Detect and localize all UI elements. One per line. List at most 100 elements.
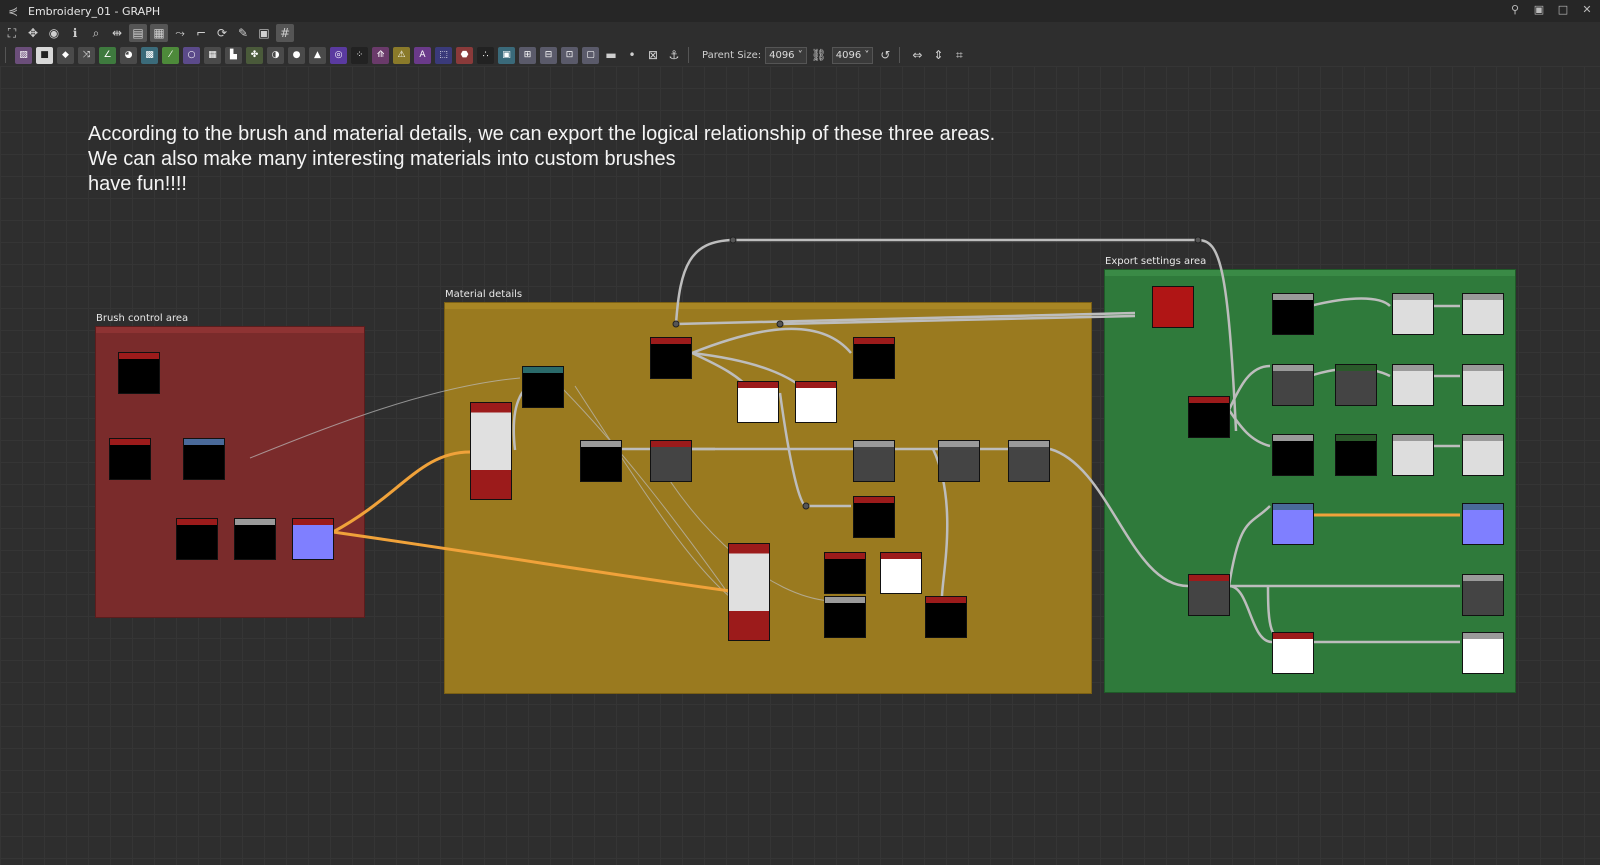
levels-node-icon[interactable]: ▨ (15, 46, 32, 64)
hsl-icon[interactable]: ◕ (120, 46, 137, 64)
graph-node[interactable] (1272, 503, 1314, 545)
close-icon[interactable]: ✕ (1582, 3, 1592, 16)
graph-node[interactable] (234, 518, 276, 560)
refresh-icon[interactable]: ⟳ (216, 26, 228, 40)
orthogonal-wire-icon[interactable]: ⌐ (195, 26, 207, 40)
graph-node[interactable] (795, 381, 837, 423)
parent-width-select[interactable]: 4096 ˅ (765, 46, 807, 64)
grid-toggle-icon[interactable]: # (276, 24, 294, 42)
graph-node[interactable] (1392, 293, 1434, 335)
pin-icon[interactable]: ⚲ (1510, 3, 1520, 16)
graph-node[interactable] (1462, 293, 1504, 335)
parent-height-select[interactable]: 4096 ˅ (831, 46, 874, 64)
export-settings-frame[interactable]: Export settings area (1104, 256, 1516, 693)
drop-icon[interactable]: ◆ (57, 46, 74, 64)
comment-icon[interactable]: ▬ (605, 48, 617, 62)
graph-node[interactable] (1462, 434, 1504, 476)
frame-all-icon[interactable]: ⛶ (7, 25, 17, 40)
align-icon[interactable]: ▤ (129, 24, 147, 42)
pin-node-icon[interactable]: ⊠ (647, 48, 659, 62)
output-node-icon[interactable]: ⊟ (540, 46, 557, 64)
pixel-processor-icon[interactable]: ▣ (498, 46, 515, 64)
graph-node[interactable] (880, 552, 922, 594)
tile-icon[interactable]: ✤ (246, 46, 263, 64)
bounding-box-icon[interactable]: ⬚ (435, 46, 452, 64)
fx-map-icon[interactable]: ∴ (477, 46, 494, 64)
curve-icon[interactable]: ∠ (99, 46, 116, 64)
graph-node[interactable] (1152, 286, 1194, 328)
graph-node[interactable] (1335, 434, 1377, 476)
tools-icon[interactable]: ✎ (237, 26, 249, 40)
anchor-icon[interactable]: ⚓ (668, 48, 680, 62)
graph-node[interactable] (183, 438, 225, 480)
graph-node[interactable] (1188, 396, 1230, 438)
graph-node[interactable] (1008, 440, 1050, 482)
distribute-horizontal-icon[interactable]: ⇔ (912, 48, 923, 62)
uniform-color-icon[interactable]: ■ (36, 46, 53, 64)
graph-node[interactable] (938, 440, 980, 482)
value-node-icon[interactable]: ⊡ (561, 46, 578, 64)
graph-node[interactable] (853, 496, 895, 538)
graph-node[interactable] (650, 337, 692, 379)
search-icon[interactable]: ⌕ (92, 25, 100, 40)
graph-node[interactable] (824, 552, 866, 594)
distribute-vertical-icon[interactable]: ⇕ (933, 48, 944, 62)
graph-node[interactable] (1462, 503, 1504, 545)
transform-icon[interactable]: ⟰ (372, 46, 389, 64)
link-icon[interactable]: ⇹ (111, 26, 123, 40)
swirl-icon[interactable]: ◎ (330, 46, 347, 64)
info-icon[interactable]: ℹ (72, 26, 78, 40)
graph-node[interactable] (1272, 434, 1314, 476)
histogram-icon[interactable]: ▩ (141, 46, 158, 64)
graph-node[interactable] (650, 440, 692, 482)
pattern-icon[interactable]: ▦ (204, 46, 221, 64)
noise-icon[interactable]: ⁘ (351, 46, 368, 64)
blend-icon[interactable]: ◑ (267, 46, 284, 64)
circle-icon[interactable]: ○ (183, 46, 200, 64)
graph-node[interactable] (853, 337, 895, 379)
graph-node[interactable] (1272, 632, 1314, 674)
gradient-icon[interactable]: ⁄ (162, 46, 179, 64)
graph-node[interactable] (1392, 434, 1434, 476)
align-nodes-icon[interactable]: ⌗ (955, 47, 963, 62)
graph-node[interactable] (522, 366, 564, 408)
graph-node[interactable] (853, 440, 895, 482)
graph-node[interactable] (737, 381, 779, 423)
graph-node[interactable] (1462, 574, 1504, 616)
graph-node[interactable] (1272, 364, 1314, 406)
graph-node[interactable] (1335, 364, 1377, 406)
screenshot-icon[interactable]: ◉ (48, 26, 60, 40)
graph-node[interactable] (176, 518, 218, 560)
graph-node[interactable] (292, 518, 334, 560)
graph-node[interactable] (470, 402, 512, 500)
layout-icon[interactable]: ▣ (1533, 3, 1545, 16)
text-icon[interactable]: A (414, 46, 431, 64)
graph-canvas[interactable]: According to the brush and material deta… (0, 66, 1600, 865)
snapshot-icon[interactable]: ▣ (258, 26, 270, 40)
dot-icon[interactable]: • (628, 48, 636, 62)
graph-node[interactable] (1188, 574, 1230, 616)
graph-node[interactable] (118, 352, 160, 394)
graph-node[interactable] (824, 596, 866, 638)
graph-node[interactable] (1462, 632, 1504, 674)
connection-style-icon[interactable]: ⤳ (175, 25, 185, 40)
graph-node[interactable] (925, 596, 967, 638)
warp-icon[interactable]: ▲ (309, 46, 326, 64)
bricks-icon[interactable]: ▙ (225, 46, 242, 64)
frame-node-icon[interactable]: ▢ (582, 46, 599, 64)
maximize-icon[interactable]: □ (1557, 3, 1569, 16)
reset-size-icon[interactable]: ↺ (880, 48, 891, 62)
sphere-icon[interactable]: ● (288, 46, 305, 64)
graph-node[interactable] (109, 438, 151, 480)
graph-node[interactable] (580, 440, 622, 482)
graph-node[interactable] (1392, 364, 1434, 406)
grid-layout-icon[interactable]: ▦ (150, 24, 168, 42)
warning-icon[interactable]: ⚠ (393, 46, 410, 64)
link-size-icon[interactable]: ⛓ (811, 48, 827, 62)
graph-node[interactable] (1462, 364, 1504, 406)
input-node-icon[interactable]: ⊞ (519, 46, 536, 64)
graph-node[interactable] (1272, 293, 1314, 335)
fill-icon[interactable]: ⬣ (456, 46, 473, 64)
shuffle-icon[interactable]: ⤨ (78, 46, 95, 64)
pan-icon[interactable]: ✥ (27, 26, 39, 40)
